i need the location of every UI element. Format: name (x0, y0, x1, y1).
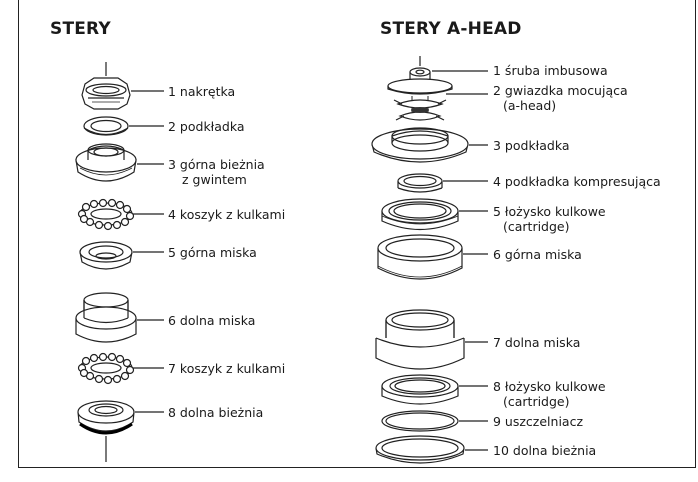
label-right-5: 5 łożysko kulkowe(cartridge) (493, 204, 606, 234)
label-right-8: 8 łożysko kulkowe(cartridge) (493, 379, 606, 409)
label-left-8: 8 dolna bieżnia (168, 405, 264, 420)
left-part-6-lower-cup (76, 293, 136, 342)
right-part-5-cartridge-bearing (382, 199, 458, 230)
label-left-7: 7 koszyk z kulkami (168, 361, 286, 376)
left-part-5-upper-cup (80, 242, 132, 269)
right-part-9-seal (382, 411, 458, 431)
right-part-2-star-nut (394, 96, 446, 120)
label-left-2: 2 podkładka (168, 119, 245, 134)
label-left-1: 1 nakrętka (168, 84, 236, 99)
title-steery-a-head: STERY A-HEAD (380, 19, 522, 39)
label-left-6: 6 dolna miska (168, 313, 256, 328)
left-part-1-nut (82, 78, 130, 109)
label-right-10: 10 dolna bieżnia (493, 443, 597, 458)
right-part-6-upper-cup (378, 235, 462, 279)
label-right-9: 9 uszczelniacz (493, 414, 584, 429)
right-part-4-compression-ring (398, 174, 442, 192)
right-part-3-washer (372, 128, 468, 162)
label-right-7: 7 dolna miska (493, 335, 581, 350)
label-left-4: 4 koszyk z kulkami (168, 207, 286, 222)
left-leader-lines (129, 91, 164, 412)
left-part-8-lower-race (78, 401, 134, 433)
label-right-6: 6 górna miska (493, 247, 582, 262)
label-right-1: 1 śruba imbusowa (493, 63, 608, 78)
right-part-7-lower-cup (376, 310, 464, 369)
left-part-4-ball-cage (79, 200, 134, 230)
right-part-1-bolt (388, 68, 452, 94)
right-part-10-crown-race (376, 436, 464, 463)
left-part-3-upper-race (76, 144, 136, 181)
label-right-2: 2 gwiazdka mocująca(a-head) (493, 83, 628, 113)
left-part-7-ball-cage (79, 354, 134, 384)
right-part-8-cartridge-bearing (382, 375, 458, 404)
label-right-3: 3 podkładka (493, 138, 570, 153)
left-part-2-washer (84, 117, 128, 135)
title-steery: STERY (50, 19, 111, 39)
diagram-frame (18, 0, 696, 468)
label-right-4: 4 podkładka kompresująca (493, 174, 661, 189)
label-left-5: 5 górna miska (168, 245, 257, 260)
right-leader-lines (432, 71, 488, 450)
